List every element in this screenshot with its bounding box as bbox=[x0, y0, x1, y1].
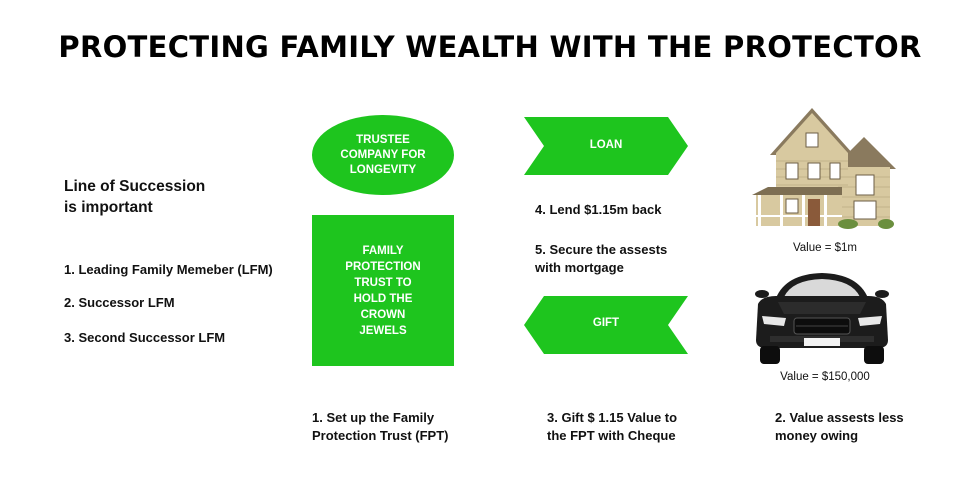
loan-step5-line2: with mortgage bbox=[535, 260, 624, 275]
trustee-line2: COMPANY FOR bbox=[340, 148, 426, 161]
step3-line2: the FPT with Cheque bbox=[547, 428, 676, 443]
gift-arrow bbox=[524, 296, 688, 354]
trust-line5: CROWN bbox=[360, 308, 406, 321]
trustee-company-ellipse: TRUSTEE COMPANY FOR LONGEVITY bbox=[312, 115, 454, 195]
succession-heading-line1: Line of Succession bbox=[64, 178, 206, 195]
family-protection-trust-box: FAMILY PROTECTION TRUST TO HOLD THE CROW… bbox=[312, 215, 454, 366]
succession-item-3: 3. Second Successor LFM bbox=[64, 330, 226, 345]
loan-label: LOAN bbox=[589, 139, 623, 151]
step3-line1: 3. Gift $ 1.15 Value to bbox=[547, 410, 678, 425]
succession-item-2: 2. Successor LFM bbox=[64, 295, 175, 310]
succession-item-1: 1. Leading Family Memeber (LFM) bbox=[64, 262, 273, 277]
house-value: Value = $1m bbox=[792, 242, 858, 254]
loan-step5-line1: 5. Secure the assests bbox=[535, 242, 668, 257]
gift-label: GIFT bbox=[592, 317, 620, 329]
step-3-caption: 3. Gift $ 1.15 Value to the FPT with Che… bbox=[547, 409, 677, 445]
step2-line1: 2. Value assests less bbox=[775, 410, 904, 425]
loan-step-5: 5. Secure the assests with mortgage bbox=[535, 241, 667, 277]
succession-heading: Line of Succession is important bbox=[64, 176, 264, 218]
step-2-caption: 2. Value assests less money owing bbox=[775, 409, 904, 445]
trust-line4: HOLD THE bbox=[353, 292, 413, 305]
step1-line2: Protection Trust (FPT) bbox=[312, 428, 449, 443]
succession-heading-line2: is important bbox=[64, 199, 153, 216]
step1-line1: 1. Set up the Family bbox=[312, 410, 435, 425]
trustee-line3: LONGEVITY bbox=[349, 163, 417, 176]
trustee-line1: TRUSTEE bbox=[356, 133, 410, 146]
trust-line1: FAMILY bbox=[362, 244, 404, 257]
trust-line2: PROTECTION bbox=[345, 260, 421, 273]
page-title: PROTECTING FAMILY WEALTH WITH THE PROTEC… bbox=[58, 30, 922, 64]
step2-line2: money owing bbox=[775, 428, 859, 443]
trust-line6: JEWELS bbox=[359, 324, 407, 337]
loan-arrow bbox=[524, 117, 688, 175]
trust-line3: TRUST TO bbox=[354, 276, 412, 289]
step-1-caption: 1. Set up the Family Protection Trust (F… bbox=[312, 409, 449, 445]
car-illustration bbox=[755, 273, 889, 364]
house-illustration bbox=[752, 108, 896, 229]
car-value: Value = $150,000 bbox=[780, 371, 870, 383]
loan-step-4: 4. Lend $1.15m back bbox=[535, 202, 662, 217]
